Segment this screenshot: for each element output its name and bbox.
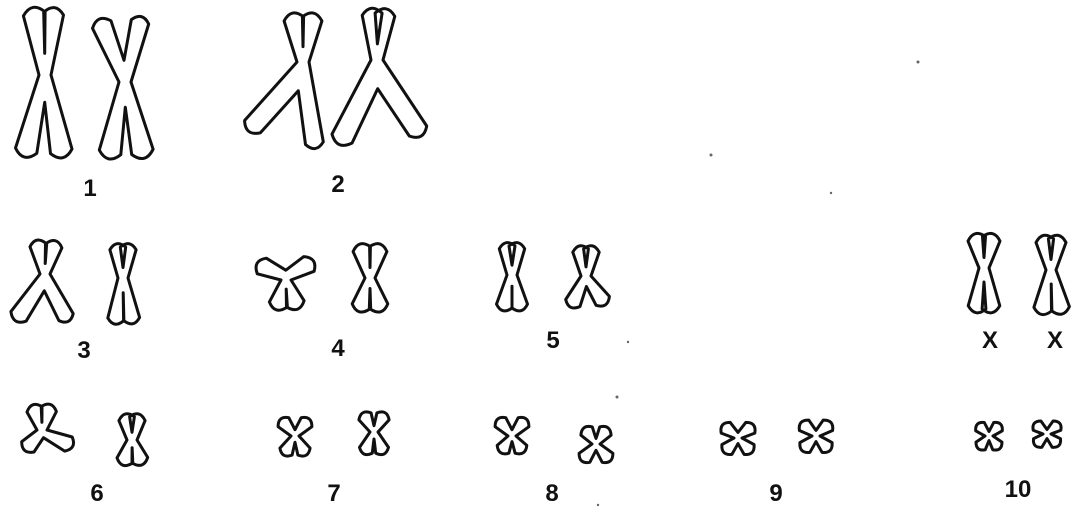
chromosome-3a xyxy=(11,240,73,322)
chromosome-2b xyxy=(332,8,427,145)
pair-label-9: 9 xyxy=(769,482,782,506)
pair-label-1: 1 xyxy=(83,177,96,201)
chromosome-8b xyxy=(579,426,613,462)
pair-label-7: 7 xyxy=(327,482,340,506)
pair-label-2: 2 xyxy=(331,173,344,197)
pair-label-5: 5 xyxy=(546,329,559,353)
chromosome-5a xyxy=(497,243,528,311)
chromosome-2a xyxy=(245,13,324,149)
chromosome-1a xyxy=(16,7,73,158)
chromosome-5b xyxy=(566,246,610,308)
chromosome-4a xyxy=(256,257,315,311)
chromosome-xb xyxy=(1034,235,1070,314)
chromosome-9a xyxy=(721,422,755,454)
chromosome-8a xyxy=(495,417,529,453)
chromosome-3b xyxy=(108,244,140,325)
pair-label-8: 8 xyxy=(545,482,558,506)
chromosome-10b xyxy=(1033,421,1061,447)
chromosome-10a xyxy=(976,422,1003,450)
pair-label-3: 3 xyxy=(77,339,90,363)
chromosome-6a xyxy=(22,404,74,452)
chromosome-7b xyxy=(359,412,389,455)
pair-label-x-left: X xyxy=(982,329,998,353)
chromosome-4b xyxy=(352,244,388,312)
chromosome-1b xyxy=(93,16,154,159)
chromosome-7a xyxy=(278,417,312,456)
pair-label-x-right: X xyxy=(1047,329,1063,353)
chromosome-xa xyxy=(968,233,1000,312)
chromosome-6b xyxy=(117,414,148,466)
pair-label-6: 6 xyxy=(90,482,103,506)
pair-label-4: 4 xyxy=(331,337,344,361)
chromosome-9b xyxy=(799,420,833,452)
pair-label-10: 10 xyxy=(1005,478,1032,502)
